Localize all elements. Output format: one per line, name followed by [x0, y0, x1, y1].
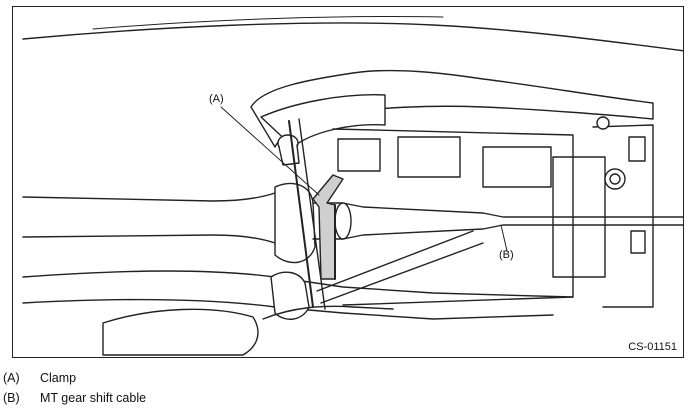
- housing-window-1: [337, 138, 381, 172]
- legend-item-cable: (B) MT gear shift cable: [3, 388, 146, 408]
- legend-text: MT gear shift cable: [40, 391, 147, 405]
- lower-boot: [270, 271, 310, 320]
- cable-sleeve-top: [312, 202, 683, 218]
- bracket-plate: [260, 94, 386, 148]
- cable-outer-top: [22, 192, 276, 202]
- leader-a: [220, 106, 320, 196]
- figure-code: CS-01151: [628, 341, 677, 353]
- legend-item-clamp: (A) Clamp: [3, 368, 146, 388]
- cable-outer-bottom: [22, 234, 276, 244]
- bolt-right: [604, 168, 626, 190]
- lower-body: [102, 308, 259, 356]
- support-strut: [288, 120, 314, 308]
- housing-rib-2: [592, 124, 654, 308]
- pin-right-1: [628, 136, 646, 162]
- support-strut-2: [298, 118, 326, 310]
- legend-text: Clamp: [40, 371, 77, 385]
- legend-key: (A): [3, 371, 20, 385]
- bolt-top-right: [596, 116, 610, 130]
- housing-rib: [332, 128, 574, 306]
- legend-key: (B): [3, 391, 20, 405]
- body-contour-inner: [92, 16, 444, 30]
- pin-right-2: [630, 230, 646, 254]
- body-contour-top: [22, 22, 683, 52]
- housing-window-2: [397, 136, 461, 178]
- shift-cable-illustration: [22, 16, 683, 356]
- diagonal-brace: [316, 230, 474, 292]
- leader-b: [500, 224, 508, 252]
- cable-sleeve-bottom: [312, 224, 683, 240]
- housing-window-3: [482, 146, 552, 188]
- diagonal-brace-2: [320, 242, 484, 304]
- callout-a: (A): [209, 93, 224, 105]
- cable-end-ring: [334, 202, 352, 240]
- bolt-left: [277, 134, 300, 166]
- callout-b: (B): [499, 249, 514, 261]
- diagram-frame: (A) (B) CS-01151: [12, 6, 684, 358]
- legend: (A) Clamp (B) MT gear shift cable: [3, 368, 146, 408]
